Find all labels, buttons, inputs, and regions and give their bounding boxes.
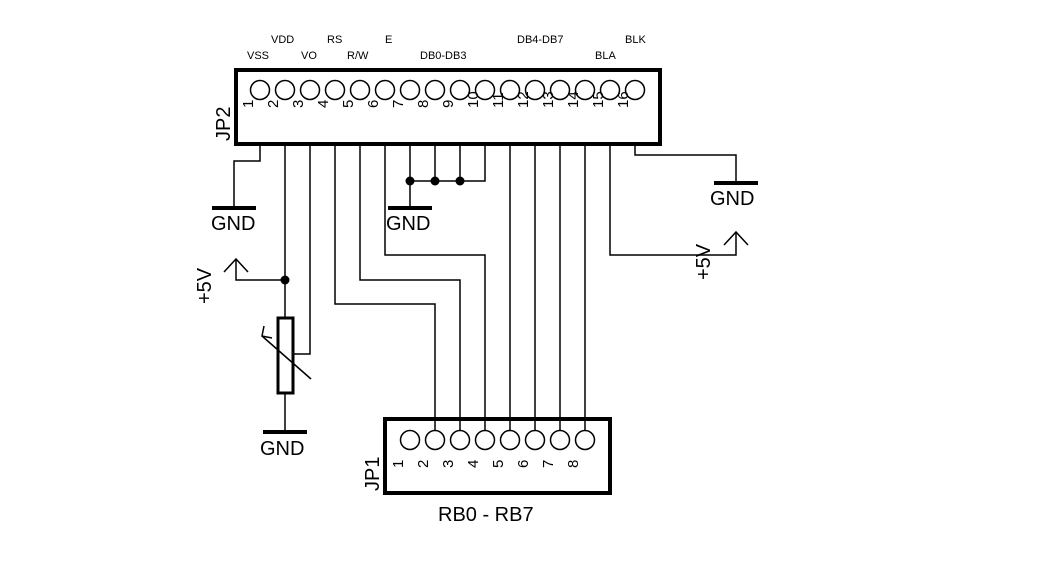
- jp1-pin-number: 2: [415, 460, 432, 468]
- junction-db-3: [455, 176, 465, 186]
- jp2-pin-10: [474, 79, 496, 101]
- pot-arrow-head: [261, 325, 273, 339]
- jp2-pin-number: 11: [490, 92, 507, 108]
- jp2-pin-number: 3: [290, 100, 307, 108]
- jp1-pin-number: 5: [490, 460, 507, 468]
- jp1-pin-7: [549, 429, 571, 451]
- jp1-pin-6: [524, 429, 546, 451]
- jp1-pin-number: 8: [565, 460, 582, 468]
- pot-arrow-shaft: [261, 335, 312, 380]
- label-vo: VO: [301, 50, 317, 62]
- gnd-label-db: GND: [386, 213, 430, 235]
- label-db0-db3: DB0-DB3: [420, 50, 466, 62]
- wire-rw-jp1: [359, 144, 461, 430]
- label-vss: VSS: [247, 50, 269, 62]
- jp2-pin-number: 15: [590, 91, 607, 108]
- jp2-pin-12: [524, 79, 546, 101]
- jp1-pin-4: [474, 429, 496, 451]
- label-rs: RS: [327, 34, 342, 46]
- gnd-label-pot: GND: [260, 438, 304, 460]
- jp2-pin-7: [399, 79, 421, 101]
- wire-bla-5v: [609, 144, 737, 256]
- junction-db-2: [430, 176, 440, 186]
- jp2-pin-5: [349, 79, 371, 101]
- jp1-connector-body: [383, 417, 612, 495]
- wire-vdd-5v: [235, 259, 285, 281]
- jp2-pin-number: 1: [240, 100, 257, 108]
- label-rw: R/W: [347, 50, 369, 62]
- jp2-pin-2: [274, 79, 296, 101]
- label-db4-db7: DB4-DB7: [517, 34, 563, 46]
- jp1-pin-number: 7: [540, 460, 557, 468]
- jp1-pin-number: 1: [390, 460, 407, 468]
- vcc-label-left: +5V: [194, 267, 216, 304]
- jp1-pin-number: 3: [440, 460, 457, 468]
- jp2-pin-number: 8: [415, 100, 432, 108]
- jp2-pin-number: 9: [440, 100, 457, 108]
- gnd-label-blk: GND: [710, 188, 754, 210]
- junction-vdd: [280, 275, 290, 285]
- label-vdd: VDD: [271, 34, 294, 46]
- jp1-pin-5: [499, 429, 521, 451]
- potentiometer: [276, 316, 295, 395]
- jp2-pin-1: [249, 79, 271, 101]
- jp2-pin-number: 12: [515, 91, 532, 108]
- junction-db-1: [405, 176, 415, 186]
- vcc-label-right: +5V: [693, 243, 715, 280]
- jp2-pin-9: [449, 79, 471, 101]
- jp2-pin-8: [424, 79, 446, 101]
- jp2-pin-11: [499, 79, 521, 101]
- jp1-pin-2: [424, 429, 446, 451]
- label-bla: BLA: [595, 50, 616, 62]
- wire-rs-jp1: [334, 144, 436, 430]
- jp2-pin-number: 6: [365, 100, 382, 108]
- jp1-caption: RB0 - RB7: [438, 504, 534, 526]
- jp2-pin-15: [599, 79, 621, 101]
- vcc-arrow-right: [723, 230, 749, 246]
- wire-vss-gnd: [233, 144, 261, 207]
- jp2-pin-4: [324, 79, 346, 101]
- jp2-pin-number: 4: [315, 100, 332, 108]
- jp1-designator: JP1: [362, 457, 384, 491]
- jp1-pin-3: [449, 429, 471, 451]
- jp2-pin-13: [549, 79, 571, 101]
- vcc-arrow-left: [223, 257, 249, 273]
- jp2-pin-16: [624, 79, 646, 101]
- jp1-pin-1: [399, 429, 421, 451]
- jp2-pin-3: [299, 79, 321, 101]
- jp2-pin-number: 10: [465, 91, 482, 108]
- jp2-pin-number: 2: [265, 100, 282, 108]
- wire-blk-gnd: [634, 144, 737, 182]
- wire-e-jp1: [384, 144, 486, 430]
- jp2-pin-number: 13: [540, 91, 557, 108]
- wire-vo-wiper: [294, 144, 311, 355]
- jp2-connector-body: [234, 68, 662, 146]
- jp1-pin-number: 4: [465, 460, 482, 468]
- jp1-pin-number: 6: [515, 460, 532, 468]
- label-e: E: [385, 34, 392, 46]
- wire-db0-db3-tie: [410, 144, 486, 182]
- jp2-pin-number: 5: [340, 100, 357, 108]
- label-blk: BLK: [625, 34, 646, 46]
- jp2-pin-number: 7: [390, 100, 407, 108]
- jp2-designator: JP2: [213, 107, 235, 141]
- jp2-pin-14: [574, 79, 596, 101]
- jp2-pin-6: [374, 79, 396, 101]
- gnd-label-vss: GND: [211, 213, 255, 235]
- jp2-pin-number: 16: [615, 91, 632, 108]
- jp2-pin-number: 14: [565, 91, 582, 108]
- jp1-pin-8: [574, 429, 596, 451]
